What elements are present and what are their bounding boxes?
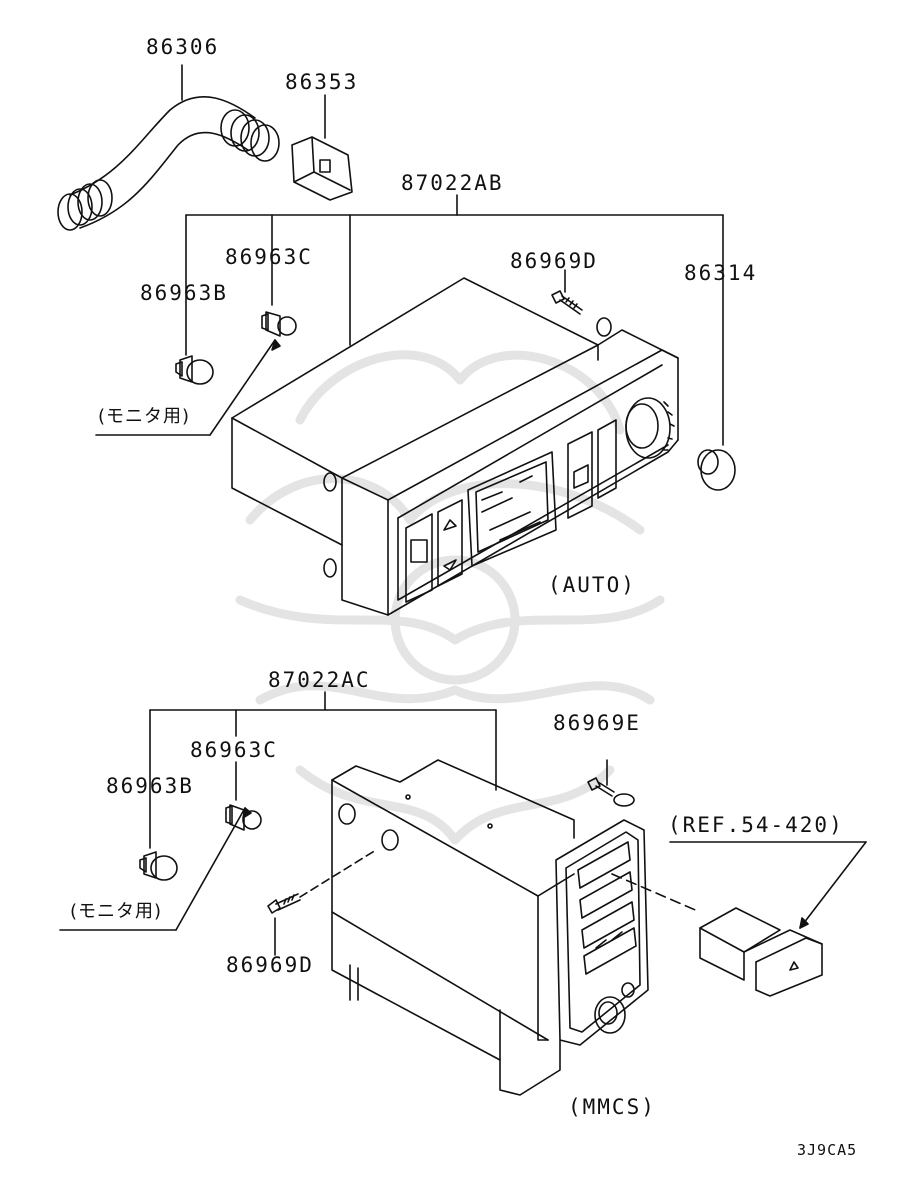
label-screw-bottom: 86969D [226, 953, 314, 977]
label-monitor-note-bottom: (モニタ用) [70, 901, 163, 922]
label-bulb-large-bottom: 86963B [106, 774, 194, 798]
bulb-86963b-bottom [139, 851, 178, 881]
label-monitor-note-top: (モニタ用) [98, 406, 191, 427]
watermark-emblem [235, 350, 665, 845]
label-knob: 86314 [684, 261, 758, 285]
hose-86306 [57, 64, 280, 231]
knob-86314 [697, 449, 736, 491]
bulb-86963b-top [175, 355, 214, 385]
label-bulb-large-top: 86963B [140, 281, 228, 305]
label-variant-mmcs: (MMCS) [568, 1095, 656, 1119]
label-variant-auto: (AUTO) [548, 573, 636, 597]
label-hose: 86306 [146, 35, 220, 59]
mmcs-control-unit [331, 759, 701, 1096]
screw-86969d-top [551, 290, 583, 315]
diagram-code: 3J9CA5 [797, 1141, 858, 1159]
label-reference: (REF.54-420) [668, 813, 844, 837]
label-screw-top: 86969D [510, 249, 598, 273]
label-bulb-small-top: 86963C [225, 245, 313, 269]
leader-87022ac [59, 691, 867, 956]
screw-86969e [587, 777, 635, 807]
auto-control-unit [231, 277, 679, 616]
label-assembly-auto: 87022AB [401, 171, 504, 195]
connector-86353 [291, 94, 353, 201]
bulb-86963c-top [261, 311, 297, 337]
label-bulb-small-bottom: 86963C [190, 738, 278, 762]
label-connector: 86353 [285, 70, 359, 94]
screw-86969d-bottom [267, 849, 377, 914]
leader-87022ab [95, 194, 724, 446]
bulb-86963c-bottom [225, 804, 262, 831]
label-screw-86969e: 86969E [553, 711, 641, 735]
label-assembly-mmcs: 87022AC [268, 668, 371, 692]
switch-ref-54-420 [699, 907, 823, 997]
